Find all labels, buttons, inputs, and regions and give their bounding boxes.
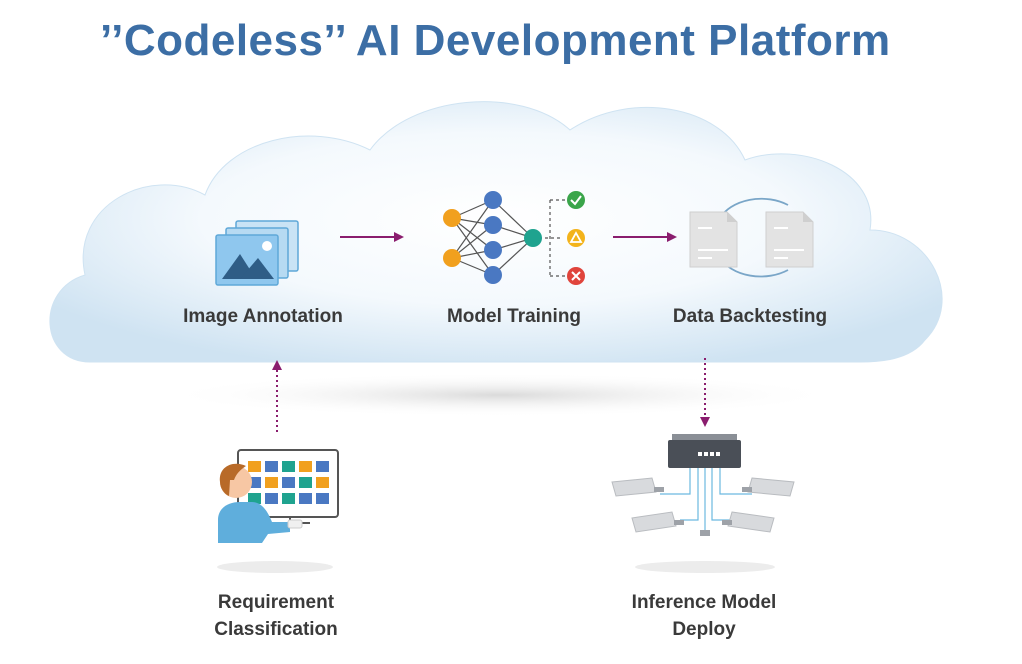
step-label-inference-deploy: Inference Model Deploy bbox=[604, 589, 804, 643]
requirement-line-2: Classification bbox=[214, 619, 338, 640]
step-label-image-annotation: Image Annotation bbox=[183, 306, 343, 327]
camera-network-icon bbox=[611, 434, 795, 573]
cloud-shadow bbox=[160, 373, 840, 417]
neural-network-nodes bbox=[443, 191, 542, 284]
image-stack-icon bbox=[215, 220, 299, 286]
step-label-model-training: Model Training bbox=[446, 306, 582, 327]
inference-line-1: Inference Model bbox=[631, 592, 777, 613]
step-label-data-backtesting: Data Backtesting bbox=[672, 306, 828, 327]
page-title: ’’Codeless’’ AI Development Platform bbox=[100, 16, 891, 65]
person-at-monitor-icon bbox=[217, 449, 339, 573]
error-icon bbox=[567, 267, 585, 285]
step-label-requirement-classification: Requirement Classification bbox=[176, 589, 376, 643]
warning-icon bbox=[567, 229, 585, 247]
inference-line-2: Deploy bbox=[672, 619, 736, 640]
check-icon bbox=[567, 191, 585, 209]
requirement-line-1: Requirement bbox=[217, 592, 335, 613]
backtesting-documents-icon bbox=[689, 197, 814, 278]
